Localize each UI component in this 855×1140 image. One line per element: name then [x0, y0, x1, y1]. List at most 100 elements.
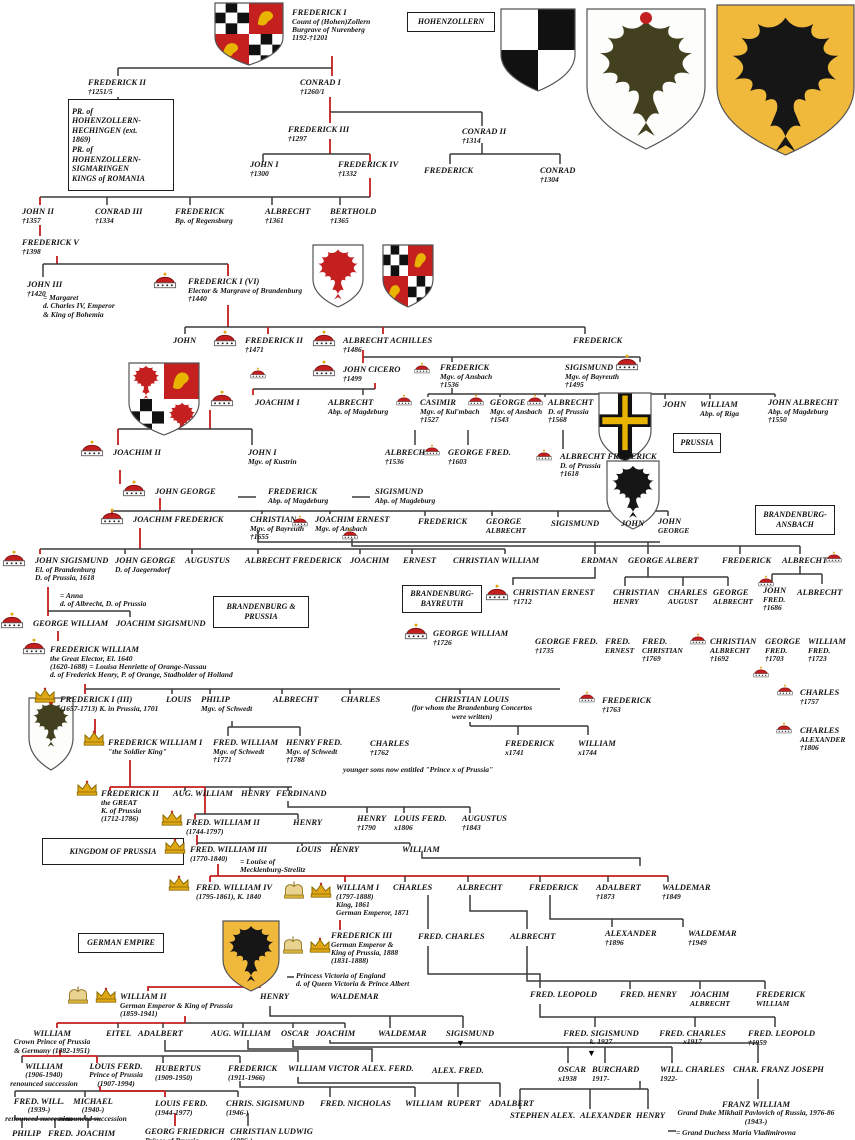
- person-detail: †1723: [808, 653, 827, 663]
- person-name: FREDERICK II: [101, 788, 159, 798]
- person-detail: (1620-1688) = Louisa Henriette of Orange…: [50, 661, 207, 671]
- person-name: ERDMAN: [581, 555, 618, 565]
- person-node: CHRISTIAN LUDWIG(1986-): [230, 1126, 313, 1140]
- small-crown-icon: [396, 393, 412, 411]
- person-detail: renounced succession: [59, 1113, 127, 1123]
- person-detail: GEORGE: [658, 525, 690, 535]
- person-name: CHRISTIAN ERNEST: [513, 587, 595, 597]
- group-label-text: BRANDENBURG &: [226, 602, 296, 612]
- person-name: LOUIS FERD.: [155, 1098, 208, 1108]
- person-name: SIGISMUND: [565, 362, 614, 372]
- coat-of-arms-eagle-black-white: [606, 460, 660, 535]
- annotation-node: = Grand Duchess Maria Vladimirovna: [676, 1128, 796, 1137]
- descent-line: [427, 946, 541, 988]
- person-detail: 1917-: [592, 1073, 610, 1083]
- group-label-text: HOHENZOLLERN-: [72, 116, 141, 126]
- person-detail: Mgv. of Ansbach: [440, 371, 493, 381]
- small-crown-icon: [468, 393, 484, 411]
- person-node: FRED. WILLIAM II(1744-1797): [186, 817, 260, 836]
- person-detail: †1251/5: [88, 86, 113, 96]
- person-name: WALDEMAR: [378, 1028, 427, 1038]
- person-name: WILLIAM: [700, 399, 738, 409]
- person-detail: †1726: [433, 637, 452, 647]
- gold-crown-icon: [34, 687, 56, 708]
- person-detail: †1297: [288, 133, 307, 143]
- imperial-crown-icon: [281, 936, 305, 959]
- person-name: FREDERICK WILLIAM: [50, 644, 139, 654]
- person-detail: †1735: [535, 645, 554, 655]
- person-name: FREDERICK WILLIAM I: [108, 737, 203, 747]
- imperial-crown-icon: [66, 986, 90, 1009]
- person-node: FRED. WILLIAM III(1770-1840): [190, 844, 267, 863]
- person-name: GEORGE: [490, 397, 526, 407]
- person-name: FREDERICK II: [88, 77, 146, 87]
- person-detail: †1692: [710, 653, 729, 663]
- person-detail: (1657-1713) K. in Prussia, 1701: [60, 703, 159, 713]
- person-name: FREDERICK: [418, 516, 468, 526]
- person-detail: †1769: [642, 653, 661, 663]
- person-name: HENRY: [357, 813, 387, 823]
- person-name: CONRAD: [540, 165, 576, 175]
- person-name: WALDEMAR: [662, 882, 711, 892]
- person-detail: & King of Bohemia: [43, 309, 104, 319]
- person-detail: †1365: [330, 215, 349, 225]
- person-node: FREDERICK: [424, 165, 473, 176]
- person-detail: (1859-1941): [120, 1008, 158, 1018]
- person-detail: German Emperor &: [331, 939, 394, 949]
- person-node: ALBRECHT: [510, 931, 555, 942]
- person-detail: †1357: [22, 215, 41, 225]
- person-node: ALEX. FERD.: [362, 1063, 414, 1074]
- person-detail: x1917: [683, 1037, 702, 1047]
- person-detail: †1771: [213, 754, 232, 764]
- person-detail: †1873: [596, 891, 615, 901]
- person-name: ALBRECHT: [548, 397, 594, 407]
- person-detail: D. of Prussia: [548, 406, 589, 416]
- person-detail: the Great Elector, El. 1640: [50, 653, 133, 663]
- person-detail: El. of Brandenburg: [35, 564, 96, 574]
- gold-crown-icon: [309, 937, 331, 958]
- person-name: LOUIS: [166, 694, 192, 704]
- person-node: PHILIP: [12, 1128, 41, 1139]
- person-node: FRED. NICHOLAS: [320, 1098, 391, 1109]
- group-label-text: PRUSSIA: [244, 612, 278, 621]
- coat-of-arms-eagle-red-white: [312, 244, 364, 313]
- person-node: LOUIS FERD.(1944-1977): [155, 1098, 208, 1117]
- group-label-box: BRANDENBURG &PRUSSIA: [213, 596, 309, 628]
- person-node: FREDERICK: [573, 335, 622, 346]
- red-crown-icon: [615, 354, 639, 376]
- person-detail: Mgv. of Schwedt: [286, 746, 338, 756]
- person-name: ADALBERT: [596, 882, 641, 892]
- person-node: HENRY†1790: [357, 813, 387, 832]
- person-node: WALDEMAR†1849: [662, 882, 711, 901]
- person-name: FREDERICK I (VI): [188, 276, 260, 286]
- person-detail: (1797-1888): [336, 891, 374, 901]
- person-name: ALBRECHT FREDERICK: [245, 555, 342, 565]
- small-crown-icon: [250, 366, 266, 384]
- person-detail: †1527: [420, 414, 439, 424]
- descent-line: [469, 895, 528, 929]
- red-crown-icon: [80, 440, 104, 462]
- person-node: AUG. WILLIAM: [211, 1028, 271, 1039]
- person-detail: & Germany (1882-1951): [14, 1045, 90, 1055]
- person-name: JOHN I: [250, 159, 279, 169]
- group-label-text: KINGDOM OF PRUSSIA: [69, 846, 157, 856]
- person-name: WILLIAM: [25, 1061, 63, 1071]
- person-name: HUBERTUS: [155, 1063, 201, 1073]
- person-name: CHARLES: [370, 738, 410, 748]
- person-detail: x1744: [578, 747, 597, 757]
- person-detail: †1334: [95, 215, 114, 225]
- person-name: WALDEMAR: [330, 991, 379, 1001]
- person-name: WILLIAM: [808, 636, 846, 646]
- group-label-text: ANSBACH: [776, 520, 814, 529]
- red-crown-icon: [210, 390, 234, 412]
